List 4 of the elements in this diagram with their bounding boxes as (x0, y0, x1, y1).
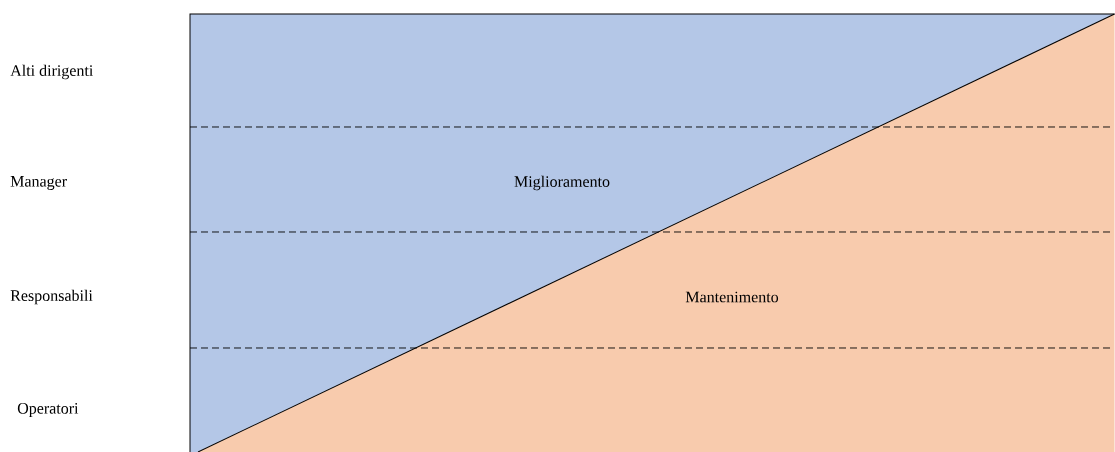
row-label: Alti dirigenti (10, 64, 93, 80)
row-label: Responsabili (10, 289, 93, 305)
row-label: Manager (10, 176, 67, 190)
row-label: Operatori (17, 403, 79, 417)
